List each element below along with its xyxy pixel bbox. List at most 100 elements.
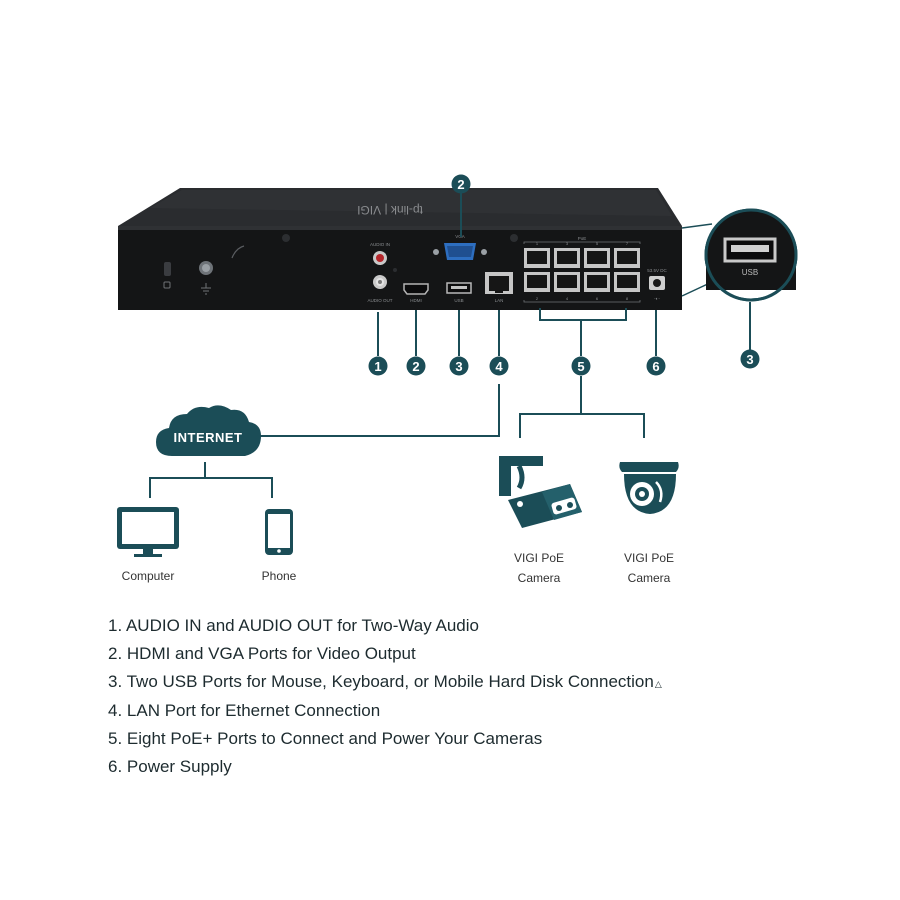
feature-item: 5. Eight PoE+ Ports to Connect and Power…: [108, 725, 662, 753]
callout-badge-4: [489, 356, 509, 376]
computer-icon: Computer: [117, 507, 179, 583]
camera-label-line1: VIGI PoE: [514, 551, 564, 565]
audio-in-label: AUDIO IN: [370, 242, 390, 247]
turret-camera-base: [619, 462, 679, 472]
callout-badge-6: [646, 356, 666, 376]
feature-item: 4. LAN Port for Ethernet Connection: [108, 697, 662, 725]
internet-cloud: INTERNET: [156, 405, 261, 456]
poe-port-number: 7: [626, 241, 629, 246]
turret-camera-icon: VIGI PoE Camera: [619, 462, 679, 585]
lan-port-inner: [489, 276, 509, 291]
device-brand-text: tp-link | VIGI: [357, 203, 423, 217]
usb-zoom-tongue: [731, 245, 769, 252]
poe-port-number: 5: [596, 241, 599, 246]
poe-port-inner: [557, 251, 577, 264]
vga-screw-left: [433, 249, 439, 255]
callout-number: 5: [577, 359, 584, 374]
camera-label-line2: Camera: [518, 571, 561, 585]
bullet-camera-mount: [499, 456, 543, 496]
bullet-camera-arm: [516, 464, 525, 490]
callout-number: 3: [746, 352, 753, 367]
nvr-device: tp-link | VIGI AUDIO IN AUDIO OUT VGA HD…: [118, 188, 682, 310]
hdmi-label: HDMI: [410, 298, 422, 303]
feature-list: 1. AUDIO IN and AUDIO OUT for Two-Way Au…: [108, 612, 662, 781]
callout-number: 3: [455, 359, 462, 374]
audio-led: [393, 268, 397, 272]
poe-bracket-bottom: [523, 300, 641, 303]
phone-icon: Phone: [262, 509, 297, 583]
feature-text: 3. Two USB Ports for Mouse, Keyboard, or…: [108, 672, 654, 692]
callout-badge-2-top: [451, 174, 471, 194]
phone-home-button: [277, 549, 281, 553]
power-polarity-icon: -◐-: [654, 296, 660, 301]
callout-number: 2: [412, 359, 419, 374]
lan-label: LAN: [495, 298, 504, 303]
callout-badges: 2 1 2 3 4 5 6 3: [368, 174, 760, 376]
bullet-camera-ir-right: [567, 502, 573, 508]
poe-port-inner: [587, 251, 607, 264]
zoom-ring: [704, 208, 798, 302]
callout-lines: [149, 193, 751, 498]
callout-badge-3: [449, 356, 469, 376]
feature-item: 3. Two USB Ports for Mouse, Keyboard, or…: [108, 668, 662, 696]
lan-internet-line: [253, 384, 500, 437]
usb-zoom-callout: USB: [681, 208, 798, 302]
hdmi-port: [403, 283, 429, 295]
turret-camera-highlight: [655, 481, 663, 503]
device-rear-edge: [118, 226, 682, 230]
callout-number: 6: [652, 359, 659, 374]
callout-badge-1: [368, 356, 388, 376]
screw-icon: [510, 234, 518, 242]
computer-label: Computer: [122, 569, 175, 583]
poe-port-inner: [617, 251, 637, 264]
device-top-sheen: [150, 190, 672, 216]
poe-port-inner: [587, 275, 607, 288]
feature-item: 2. HDMI and VGA Ports for Video Output: [108, 640, 662, 668]
poe-port-number: 4: [566, 296, 569, 301]
cloud-icon: [156, 405, 261, 456]
internet-label: INTERNET: [174, 430, 243, 445]
feature-text: 5. Eight PoE+ Ports to Connect and Power…: [108, 728, 543, 748]
feature-text: 1. AUDIO IN and AUDIO OUT for Two-Way Au…: [108, 616, 479, 635]
poe-port-inner: [617, 275, 637, 288]
feature-text: 6. Power Supply: [108, 756, 232, 776]
security-slot-icon: [164, 262, 171, 276]
phone-label: Phone: [262, 569, 297, 583]
bullet-camera-dot: [517, 501, 523, 507]
monitor-screen: [122, 512, 174, 544]
monitor-base: [134, 554, 162, 557]
panel-mark: [231, 245, 245, 259]
callout-badge-3-zoom: [740, 349, 760, 369]
phone-screen: [268, 514, 290, 548]
poe-port-number: 1: [536, 241, 539, 246]
poe-port-inner: [527, 251, 547, 264]
vga-screw-right: [481, 249, 487, 255]
ground-icon: [201, 283, 211, 295]
feature-item: 1. AUDIO IN and AUDIO OUT for Two-Way Au…: [108, 612, 662, 640]
power-jack-hole: [653, 279, 661, 287]
power-label: 53.5V DC: [647, 268, 667, 273]
callout-line-5: [539, 308, 627, 356]
usb-port-tongue: [451, 286, 467, 289]
poe-port-inner: [527, 275, 547, 288]
poe-camera-line: [519, 376, 645, 438]
audio-out-hole: [378, 280, 382, 284]
feature-text: 4. LAN Port for Ethernet Connection: [108, 700, 381, 720]
monitor-neck: [143, 549, 153, 555]
callout-badge-2: [406, 356, 426, 376]
audio-out-label: AUDIO OUT: [367, 298, 392, 303]
poe-bracket-top: [523, 241, 641, 244]
poe-port-number: 6: [596, 296, 599, 301]
bullet-camera-icon: VIGI PoE Camera: [499, 456, 582, 585]
callout-number: 2: [457, 177, 464, 192]
callout-number: 4: [495, 359, 503, 374]
bullet-camera-ir-left: [556, 505, 562, 511]
feature-item: 6. Power Supply: [108, 753, 662, 781]
poe-port-number: 2: [536, 296, 539, 301]
audio-in-jack: [376, 254, 384, 262]
callout-badge-5: [571, 356, 591, 376]
screw-icon: [282, 234, 290, 242]
camera-label-line2: Camera: [628, 571, 671, 585]
